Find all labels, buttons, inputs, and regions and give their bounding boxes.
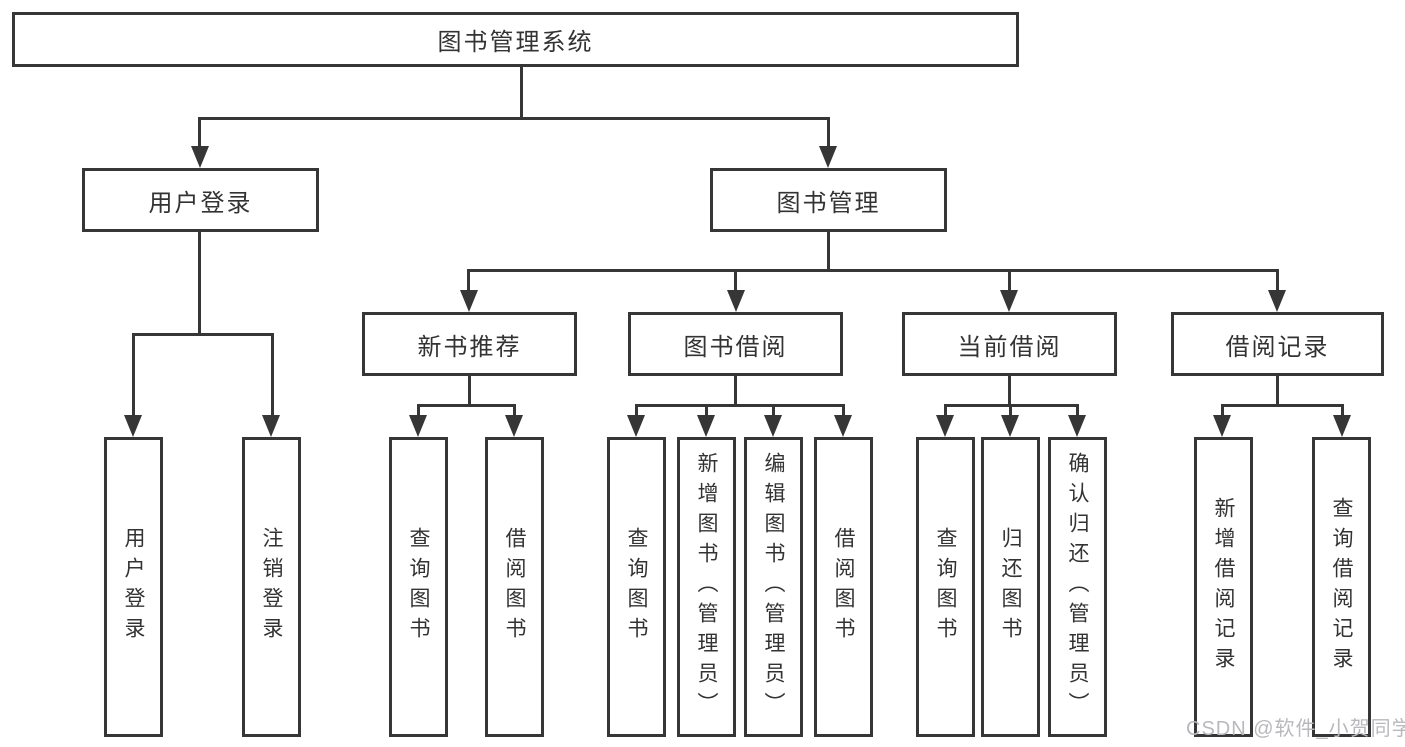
- leaf-user-login-label: 用户登录: [122, 527, 145, 647]
- leaf-query-books-borrow-label: 查询图书: [625, 527, 648, 647]
- leaf-logout: 注销登录: [242, 437, 301, 737]
- leaf-confirm-return-admin: 确认归还（管理员）: [1048, 437, 1107, 737]
- arrow-down-icon: [627, 415, 645, 437]
- connector-stem: [1221, 404, 1224, 420]
- node-new-book-recommend: 新书推荐: [362, 312, 577, 376]
- leaf-confirm-return-admin-label: 确认归还（管理员）: [1066, 452, 1089, 722]
- node-book-management: 图书管理: [710, 168, 947, 232]
- leaf-borrow-books: 借阅图书: [814, 437, 873, 737]
- node-borrow-records: 借阅记录: [1171, 312, 1384, 376]
- connector-stem: [772, 404, 775, 420]
- leaf-add-borrow-record-label: 新增借阅记录: [1212, 497, 1235, 677]
- leaf-borrow-books-recommend-label: 借阅图书: [503, 527, 526, 647]
- connector-stem: [734, 269, 737, 295]
- arrow-down-icon: [262, 415, 280, 437]
- connector-rail: [1221, 404, 1344, 407]
- leaf-logout-label: 注销登录: [260, 527, 283, 647]
- connector-stem: [1008, 269, 1011, 295]
- connector-rail: [132, 333, 274, 336]
- leaf-query-books-recommend: 查询图书: [389, 437, 448, 737]
- leaf-add-books-admin-label: 新增图书（管理员）: [695, 452, 718, 722]
- arrow-down-icon: [834, 415, 852, 437]
- leaf-user-login: 用户登录: [104, 437, 163, 737]
- arrow-down-icon: [409, 415, 427, 437]
- csdn-watermark: CSDN @软件_小贺同学: [1186, 718, 1405, 740]
- leaf-return-books-label: 归还图书: [999, 527, 1022, 647]
- connector-stem: [705, 404, 708, 420]
- connector-level2-rail: [467, 269, 1279, 272]
- node-book-management-label: 图书管理: [776, 189, 881, 217]
- arrow-down-icon: [1001, 415, 1019, 437]
- leaf-query-borrow-record-label: 查询借阅记录: [1330, 497, 1353, 677]
- node-new-book-recommend-label: 新书推荐: [417, 333, 522, 361]
- node-current-borrow-label: 当前借阅: [957, 333, 1062, 361]
- connector-stem: [1276, 269, 1279, 295]
- connector-stem: [827, 117, 830, 149]
- leaf-query-books-recommend-label: 查询图书: [407, 527, 430, 647]
- leaf-query-books-current: 查询图书: [916, 437, 975, 737]
- connector-stem: [1009, 404, 1012, 420]
- node-user-login-label: 用户登录: [148, 189, 253, 217]
- connector-level1-rail: [198, 117, 830, 120]
- connector-stem: [635, 404, 638, 420]
- arrow-down-icon: [460, 290, 478, 312]
- arrow-down-icon: [191, 146, 209, 168]
- leaf-borrow-books-label: 借阅图书: [832, 527, 855, 647]
- arrow-down-icon: [1268, 290, 1286, 312]
- connector-stem: [513, 404, 516, 420]
- arrow-down-icon: [505, 415, 523, 437]
- connector-trunk: [1008, 376, 1011, 407]
- arrow-down-icon: [1333, 415, 1351, 437]
- connector-root-trunk: [520, 66, 523, 120]
- connector-trunk: [734, 376, 737, 407]
- leaf-add-borrow-record: 新增借阅记录: [1194, 437, 1253, 737]
- node-book-borrow-label: 图书借阅: [683, 333, 788, 361]
- arrow-down-icon: [1213, 415, 1231, 437]
- arrow-down-icon: [1068, 415, 1086, 437]
- leaf-borrow-books-recommend: 借阅图书: [485, 437, 544, 737]
- connector-stem: [944, 404, 947, 420]
- connector-stem: [198, 117, 201, 149]
- node-user-login: 用户登录: [82, 168, 319, 232]
- leaf-query-borrow-record: 查询借阅记录: [1312, 437, 1371, 737]
- connector-trunk: [1276, 376, 1279, 407]
- arrow-down-icon: [727, 290, 745, 312]
- leaf-edit-books-admin-label: 编辑图书（管理员）: [762, 452, 785, 722]
- node-root-label: 图书管理系统: [437, 29, 594, 56]
- connector-rail: [635, 404, 845, 407]
- connector-trunk: [198, 232, 201, 336]
- arrow-down-icon: [936, 415, 954, 437]
- arrow-down-icon: [124, 415, 142, 437]
- node-root: 图书管理系统: [12, 12, 1019, 67]
- connector-stem: [271, 333, 274, 421]
- connector-stem: [417, 404, 420, 420]
- connector-stem: [1076, 404, 1079, 420]
- arrow-down-icon: [697, 415, 715, 437]
- arrow-down-icon: [764, 415, 782, 437]
- connector-stem: [467, 269, 470, 295]
- connector-stem: [1341, 404, 1344, 420]
- node-current-borrow: 当前借阅: [902, 312, 1117, 376]
- node-borrow-records-label: 借阅记录: [1225, 333, 1330, 361]
- connector-stem: [132, 333, 135, 421]
- connector-trunk: [827, 232, 830, 272]
- leaf-return-books: 归还图书: [981, 437, 1040, 737]
- node-book-borrow: 图书借阅: [628, 312, 843, 376]
- leaf-query-books-current-label: 查询图书: [934, 527, 957, 647]
- connector-trunk: [468, 376, 471, 407]
- arrow-down-icon: [819, 146, 837, 168]
- connector-stem: [842, 404, 845, 420]
- leaf-edit-books-admin: 编辑图书（管理员）: [744, 437, 803, 737]
- connector-rail: [417, 404, 516, 407]
- leaf-add-books-admin: 新增图书（管理员）: [677, 437, 736, 737]
- leaf-query-books-borrow: 查询图书: [607, 437, 666, 737]
- arrow-down-icon: [1000, 290, 1018, 312]
